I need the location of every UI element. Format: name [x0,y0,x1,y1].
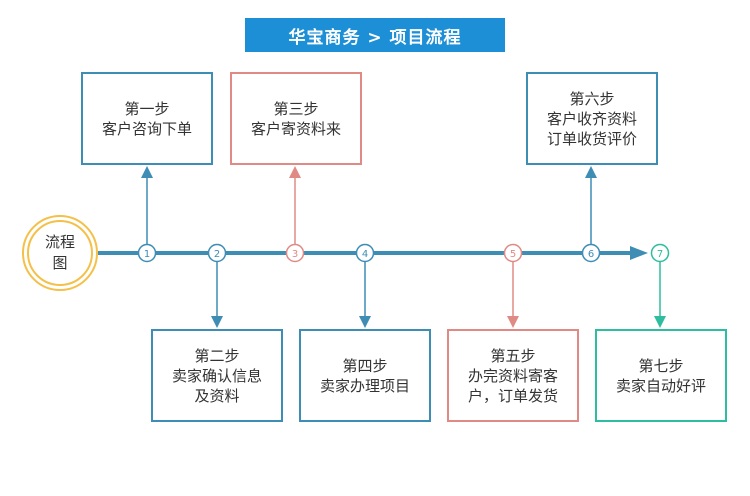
step-3-text-1: 客户寄资料来 [250,119,341,138]
step-4-text-1: 卖家办理项目 [319,376,410,395]
node-4: 4 [355,243,375,263]
center-label-line-1: 流程 [44,233,75,251]
svg-text:2: 2 [214,249,220,260]
step-1-text-1: 客户咨询下单 [101,119,192,138]
step-6-title: 第六步 [569,89,615,108]
step-7-text-1: 卖家自动好评 [615,376,706,395]
center-label-line-2: 图 [52,254,68,272]
step-box-7: 第七步 卖家自动好评 [595,329,727,422]
step-4-title: 第四步 [342,356,388,375]
step-2-text-2: 及资料 [194,386,240,405]
timeline-arrowhead [630,246,648,260]
step-1-title: 第一步 [124,99,170,118]
step-6-text-1: 客户收齐资料 [546,109,637,128]
step-box-5: 第五步 办完资料寄客 户，订单发货 [447,329,579,422]
step-3-title: 第三步 [273,99,319,118]
center-circle [22,215,98,291]
step-5-text-2: 户，订单发货 [467,386,558,405]
step-7-title: 第七步 [638,356,684,375]
step-box-4: 第四步 卖家办理项目 [299,329,431,422]
node-2: 2 [207,243,227,263]
svg-text:4: 4 [362,249,368,260]
step-box-2: 第二步 卖家确认信息 及资料 [151,329,283,422]
step-box-6: 第六步 客户收齐资料 订单收货评价 [526,72,658,165]
center-label: 流程 图 [22,222,98,284]
step-2-title: 第二步 [194,346,240,365]
svg-text:1: 1 [144,249,150,260]
step-5-title: 第五步 [490,346,536,365]
step-2-text-1: 卖家确认信息 [171,366,262,385]
page-title: 华宝商务 > 项目流程 [245,18,505,52]
svg-text:7: 7 [657,249,663,260]
step-6-text-2: 订单收货评价 [546,129,637,148]
node-5: 5 [503,243,523,263]
node-7: 7 [650,243,670,263]
step-box-1: 第一步 客户咨询下单 [81,72,213,165]
svg-text:6: 6 [588,249,594,260]
node-6: 6 [581,243,601,263]
svg-text:3: 3 [292,249,298,260]
svg-text:5: 5 [510,249,516,260]
node-1: 1 [137,243,157,263]
step-5-text-1: 办完资料寄客 [467,366,558,385]
step-box-3: 第三步 客户寄资料来 [230,72,362,165]
node-3: 3 [285,243,305,263]
